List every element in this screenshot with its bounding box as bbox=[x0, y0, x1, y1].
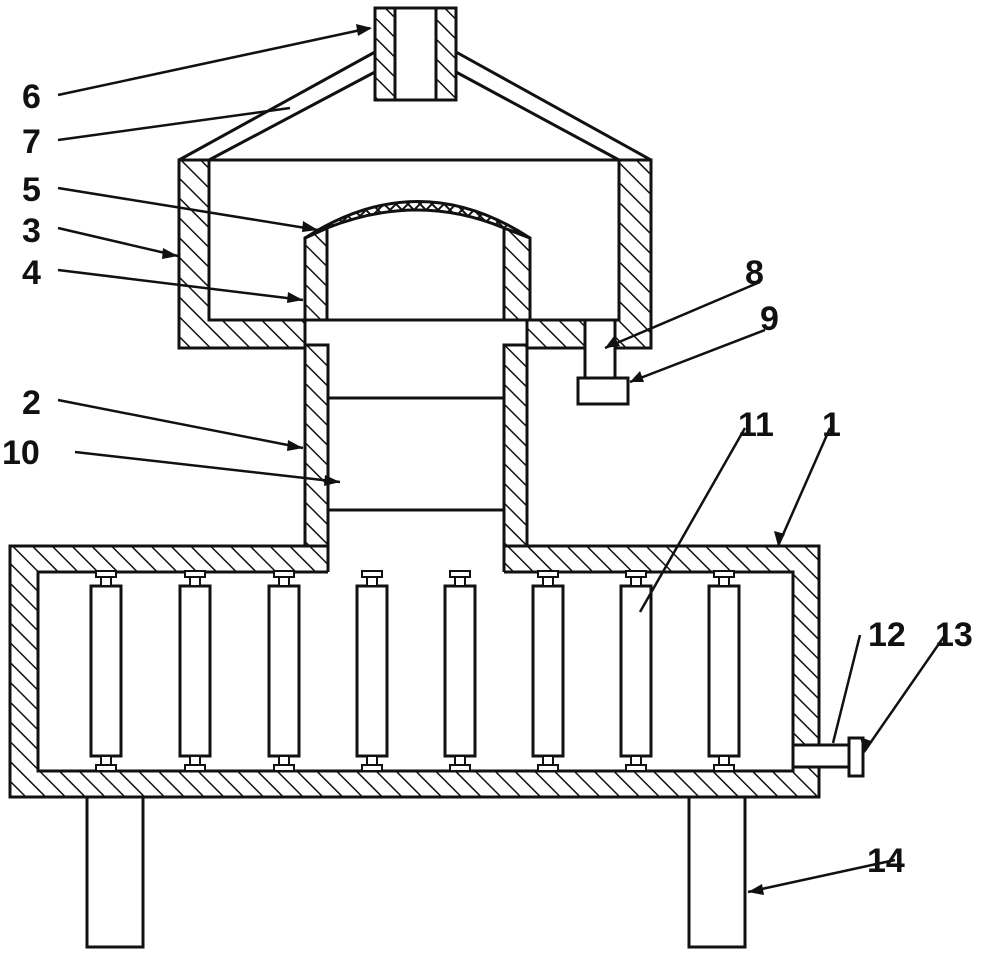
label-7: 7 bbox=[22, 123, 41, 161]
outlet-valve bbox=[847, 736, 865, 778]
label-6: 6 bbox=[22, 78, 41, 116]
label-4: 4 bbox=[22, 254, 41, 292]
label-8: 8 bbox=[745, 254, 764, 292]
roller bbox=[443, 570, 477, 772]
drain-pipe bbox=[583, 318, 617, 380]
leader-lines bbox=[57, 26, 947, 894]
drain-cap bbox=[576, 376, 630, 406]
roller bbox=[619, 570, 653, 772]
label-9: 9 bbox=[760, 300, 779, 338]
label-5: 5 bbox=[22, 171, 41, 209]
column-tube bbox=[303, 343, 529, 548]
top-fitting bbox=[373, 6, 458, 102]
leader-arrowheads bbox=[162, 24, 871, 895]
label-11: 11 bbox=[738, 406, 774, 444]
label-2: 2 bbox=[22, 384, 41, 422]
label-14: 14 bbox=[867, 842, 905, 880]
label-10: 10 bbox=[2, 434, 40, 472]
label-1: 1 bbox=[822, 406, 841, 444]
mesh-dome bbox=[304, 200, 531, 240]
inner-tube bbox=[303, 225, 532, 322]
roller bbox=[178, 570, 212, 772]
roller bbox=[267, 570, 301, 772]
label-3: 3 bbox=[22, 212, 41, 250]
outlet-pipe bbox=[791, 743, 851, 769]
base-box bbox=[8, 544, 821, 799]
callout-labels: 6 7 5 3 4 8 9 2 10 11 1 12 13 14 bbox=[2, 78, 973, 880]
roller bbox=[355, 570, 389, 772]
column-plates bbox=[328, 318, 504, 512]
roller bbox=[89, 570, 123, 772]
label-13: 13 bbox=[935, 616, 973, 654]
conveying-pipes bbox=[178, 50, 652, 162]
roller-group bbox=[89, 570, 741, 772]
support-legs bbox=[85, 795, 747, 949]
roller bbox=[707, 570, 741, 772]
roller bbox=[531, 570, 565, 772]
label-12: 12 bbox=[868, 616, 906, 654]
